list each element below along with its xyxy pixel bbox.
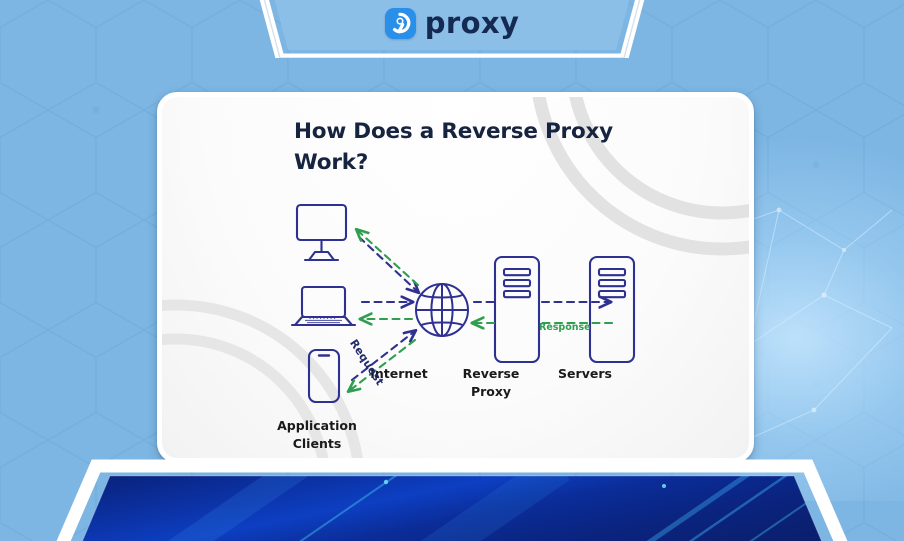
proxy-logo-icon <box>384 7 416 39</box>
flow-label-response: Response <box>539 322 591 333</box>
flow-desktop-request <box>357 235 418 292</box>
footer-banner <box>0 436 904 541</box>
laptop-keyboard-detail <box>305 317 342 324</box>
flow-desktop-response <box>357 230 420 287</box>
desktop-monitor-icon <box>295 203 348 262</box>
header-banner <box>0 0 904 58</box>
reverse-proxy-diagram <box>290 203 636 404</box>
globe-icon <box>415 283 469 337</box>
content-card: How Does a Reverse Proxy Work? <box>157 92 754 463</box>
servers-server-icon <box>588 255 636 364</box>
laptop-icon <box>290 285 357 327</box>
label-servers: Servers <box>558 366 612 381</box>
reverse-proxy-server-icon <box>493 255 541 364</box>
label-internet: Internet <box>370 366 428 381</box>
brand-logo: proxy <box>0 0 904 46</box>
smartphone-icon <box>307 348 341 404</box>
label-reverse-proxy: Reverse Proxy <box>462 366 520 400</box>
brand-name: proxy <box>424 5 520 40</box>
